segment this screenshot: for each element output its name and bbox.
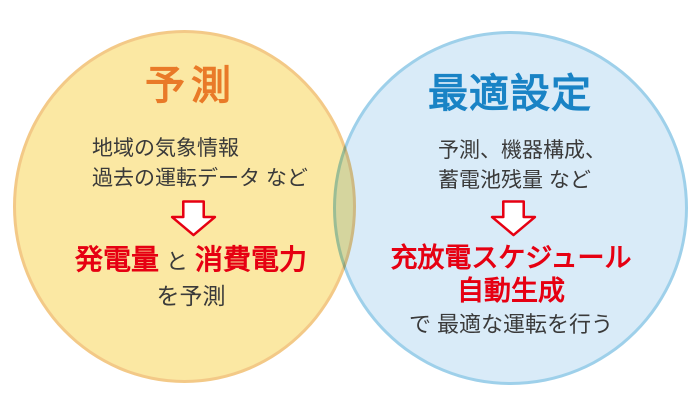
prediction-inputs: 地域の気象情報 過去の運転データ など xyxy=(92,134,308,194)
schedule-result-line: 充放電スケジュール xyxy=(390,243,632,273)
optimal-setting-input-line: 予測、機器構成、 xyxy=(438,139,606,162)
prediction-result-term: 消費電力 xyxy=(195,244,308,275)
optimal-setting-input-line: 蓄電池残量 など xyxy=(438,169,591,192)
prediction-input-line: 過去の運転データ など xyxy=(92,167,308,190)
autogenerate-result-line: 自動生成 xyxy=(457,276,565,306)
prediction-input-line: 地域の気象情報 xyxy=(92,137,239,160)
optimal-setting-inputs: 予測、機器構成、 蓄電池残量 など xyxy=(438,136,606,196)
prediction-result-suffix: を予測 xyxy=(156,283,226,309)
down-arrow-icon xyxy=(170,200,217,237)
optimal-setting-title: 最適設定 xyxy=(428,72,592,116)
down-arrow-icon xyxy=(490,200,537,237)
prediction-result-connector: と xyxy=(165,249,188,274)
optimal-setting-result-suffix: で 最適な運転を行う xyxy=(408,312,614,337)
prediction-result-line: 発電量と消費電力 xyxy=(30,244,352,278)
prediction-result-term: 発電量 xyxy=(74,244,159,275)
prediction-title: 予測 xyxy=(145,64,237,108)
